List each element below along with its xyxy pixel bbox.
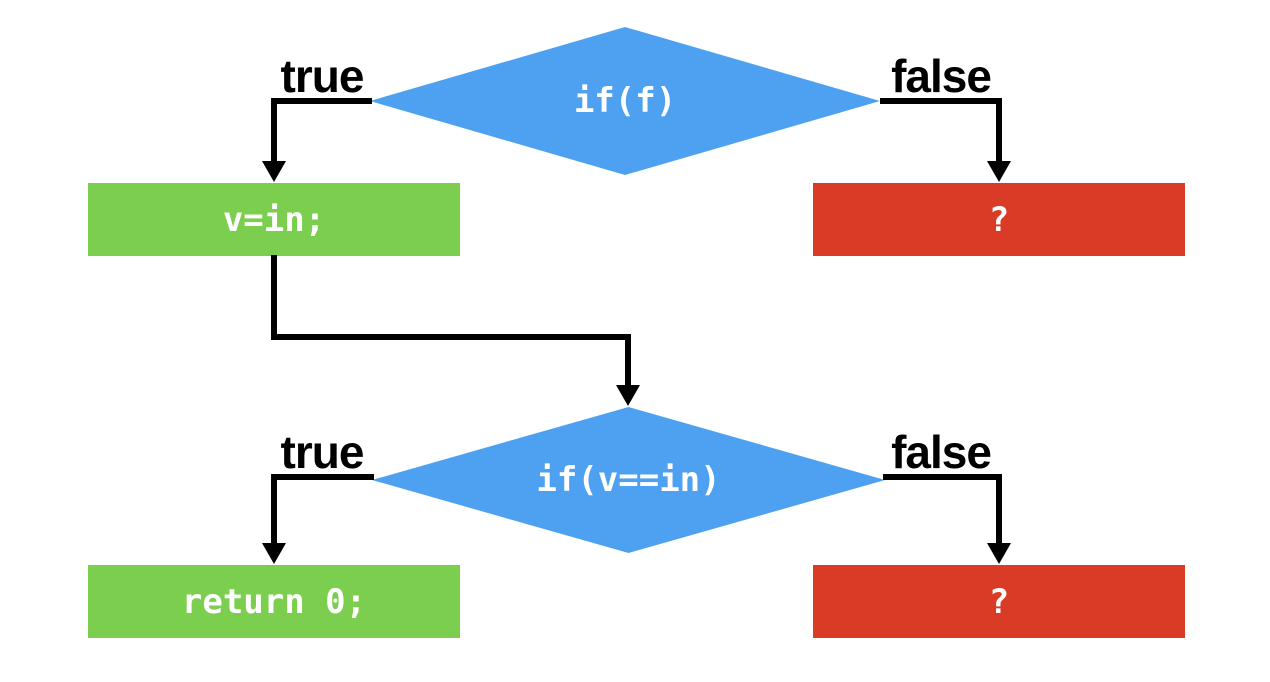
process-box-return-0-label: return 0; xyxy=(181,581,367,622)
process-box-v-assign: v=in; xyxy=(88,183,460,256)
connector-false2-horizontal xyxy=(883,474,1002,480)
edge-label-false-1: false xyxy=(891,50,992,102)
connector-false1-vertical xyxy=(996,98,1002,164)
edge-label-false-2: false xyxy=(891,426,992,478)
connector-true1-vertical xyxy=(271,98,277,164)
connector-false1-horizontal xyxy=(880,98,1002,104)
connector-elbow-down-from-v-assign xyxy=(271,255,277,340)
decision-node-if-f: if(f) xyxy=(370,27,880,175)
decision-node-if-v-equals-in: if(v==in) xyxy=(372,407,885,553)
process-box-v-assign-label: v=in; xyxy=(222,199,326,240)
arrow-down-icon xyxy=(987,161,1011,182)
decision-node-if-v-equals-in-label: if(v==in) xyxy=(536,460,721,500)
arrow-down-icon xyxy=(616,385,640,406)
connector-elbow-vertical xyxy=(625,334,631,388)
connector-false2-vertical xyxy=(996,474,1002,546)
process-box-unknown-2-label: ? xyxy=(988,581,1010,622)
edge-label-true-2: true xyxy=(280,426,365,478)
arrow-down-icon xyxy=(987,543,1011,564)
process-box-return-0: return 0; xyxy=(88,565,460,638)
process-box-unknown-2: ? xyxy=(813,565,1185,638)
connector-true2-horizontal xyxy=(271,474,374,480)
arrow-down-icon xyxy=(262,161,286,182)
process-box-unknown-1-label: ? xyxy=(988,199,1010,240)
edge-label-true-1: true xyxy=(280,50,365,102)
process-box-unknown-1: ? xyxy=(813,183,1185,256)
arrow-down-icon xyxy=(262,543,286,564)
connector-true1-horizontal xyxy=(271,98,372,104)
connector-elbow-horizontal xyxy=(271,334,631,340)
decision-node-if-f-label: if(f) xyxy=(573,81,677,121)
connector-true2-vertical xyxy=(271,474,277,546)
